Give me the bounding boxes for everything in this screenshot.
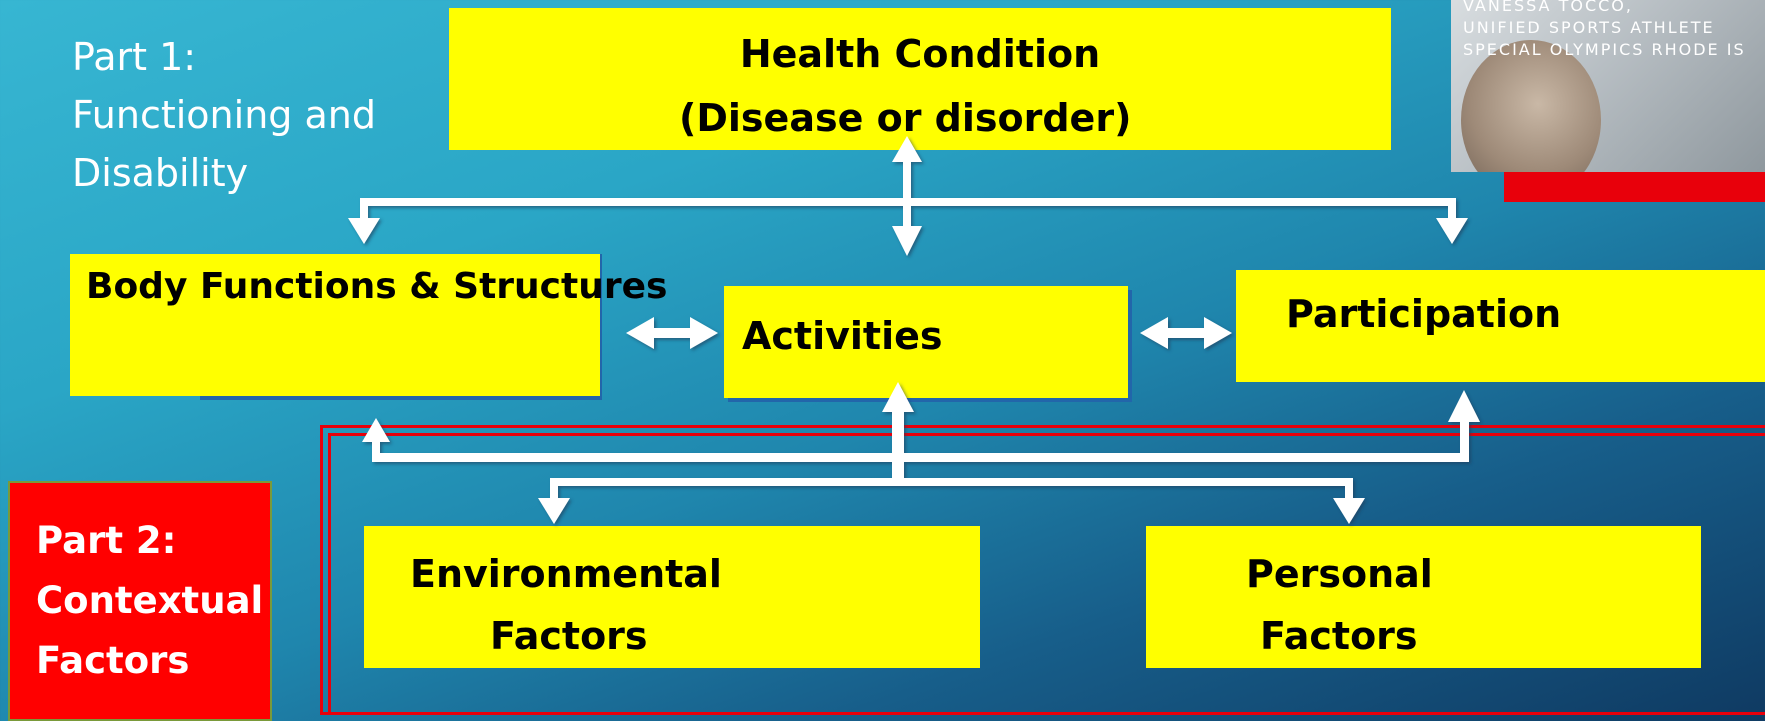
personal-down-arrowhead xyxy=(1333,498,1365,524)
contextual-factors-outline-inner xyxy=(328,433,1765,715)
environmental-down-arrowhead xyxy=(538,498,570,524)
photo-red-bar xyxy=(1504,172,1765,202)
environmental-down-stem xyxy=(550,478,558,498)
part1-line3: Disability xyxy=(72,151,249,195)
participation-down-arrowhead xyxy=(1436,218,1468,244)
part2-line3: Factors xyxy=(36,639,190,682)
activities-up-arrowhead xyxy=(882,382,914,412)
athlete-face-image xyxy=(1461,40,1601,172)
bottom-bus-line xyxy=(550,478,1350,486)
photo-caption-line3: SPECIAL OLYMPICS RHODE IS xyxy=(1463,40,1746,59)
part1-heading: Part 1: Functioning and Disability xyxy=(72,28,376,202)
body-activities-arrow xyxy=(626,317,718,349)
environmental-factors-box: Environmental Factors xyxy=(364,526,980,668)
part1-line2: Functioning and xyxy=(72,93,376,137)
environmental-line2: Factors xyxy=(490,614,648,658)
personal-line1: Personal xyxy=(1246,552,1433,596)
part2-line2: Contextual xyxy=(36,579,264,622)
personal-line2: Factors xyxy=(1260,614,1418,658)
body-functions-label: Body Functions & Structures xyxy=(86,266,668,307)
athlete-photo: VANESSA TOCCO, UNIFIED SPORTS ATHLETE SP… xyxy=(1451,0,1765,172)
body-down-stem xyxy=(360,198,368,218)
photo-caption-line2: UNIFIED SPORTS ATHLETE xyxy=(1463,18,1715,37)
part1-line1: Part 1: xyxy=(72,35,197,79)
personal-down-stem xyxy=(1345,478,1353,498)
body-up-stem xyxy=(372,440,380,460)
part2-line1: Part 2: xyxy=(36,519,177,562)
center-vertical-stem xyxy=(903,162,911,226)
activities-label: Activities xyxy=(742,314,943,358)
body-down-arrowhead xyxy=(348,218,380,244)
activities-participation-arrow xyxy=(1140,317,1232,349)
health-up-arrowhead xyxy=(892,136,922,162)
environmental-line1: Environmental xyxy=(410,552,722,596)
lower-bus-line xyxy=(372,453,1469,462)
body-up-arrowhead xyxy=(362,418,390,442)
health-condition-box: Health Condition (Disease or disorder) xyxy=(449,8,1391,150)
participation-down-stem xyxy=(1448,198,1456,218)
health-condition-title: Health Condition xyxy=(739,32,1101,76)
activities-down-arrowhead xyxy=(892,226,922,256)
participation-up-stem xyxy=(1460,418,1469,462)
body-functions-box xyxy=(70,254,600,396)
activities-box: Activities xyxy=(724,286,1128,398)
photo-caption-line1: VANESSA TOCCO, xyxy=(1463,0,1633,15)
part2-label-box: Part 2: Contextual Factors xyxy=(8,481,272,721)
participation-up-arrowhead xyxy=(1448,390,1480,422)
activities-up-stem xyxy=(892,410,904,478)
personal-factors-box: Personal Factors xyxy=(1146,526,1701,668)
participation-box: Participation xyxy=(1236,270,1765,382)
health-condition-subtitle: (Disease or disorder) xyxy=(679,96,1132,140)
participation-label: Participation xyxy=(1286,292,1562,336)
